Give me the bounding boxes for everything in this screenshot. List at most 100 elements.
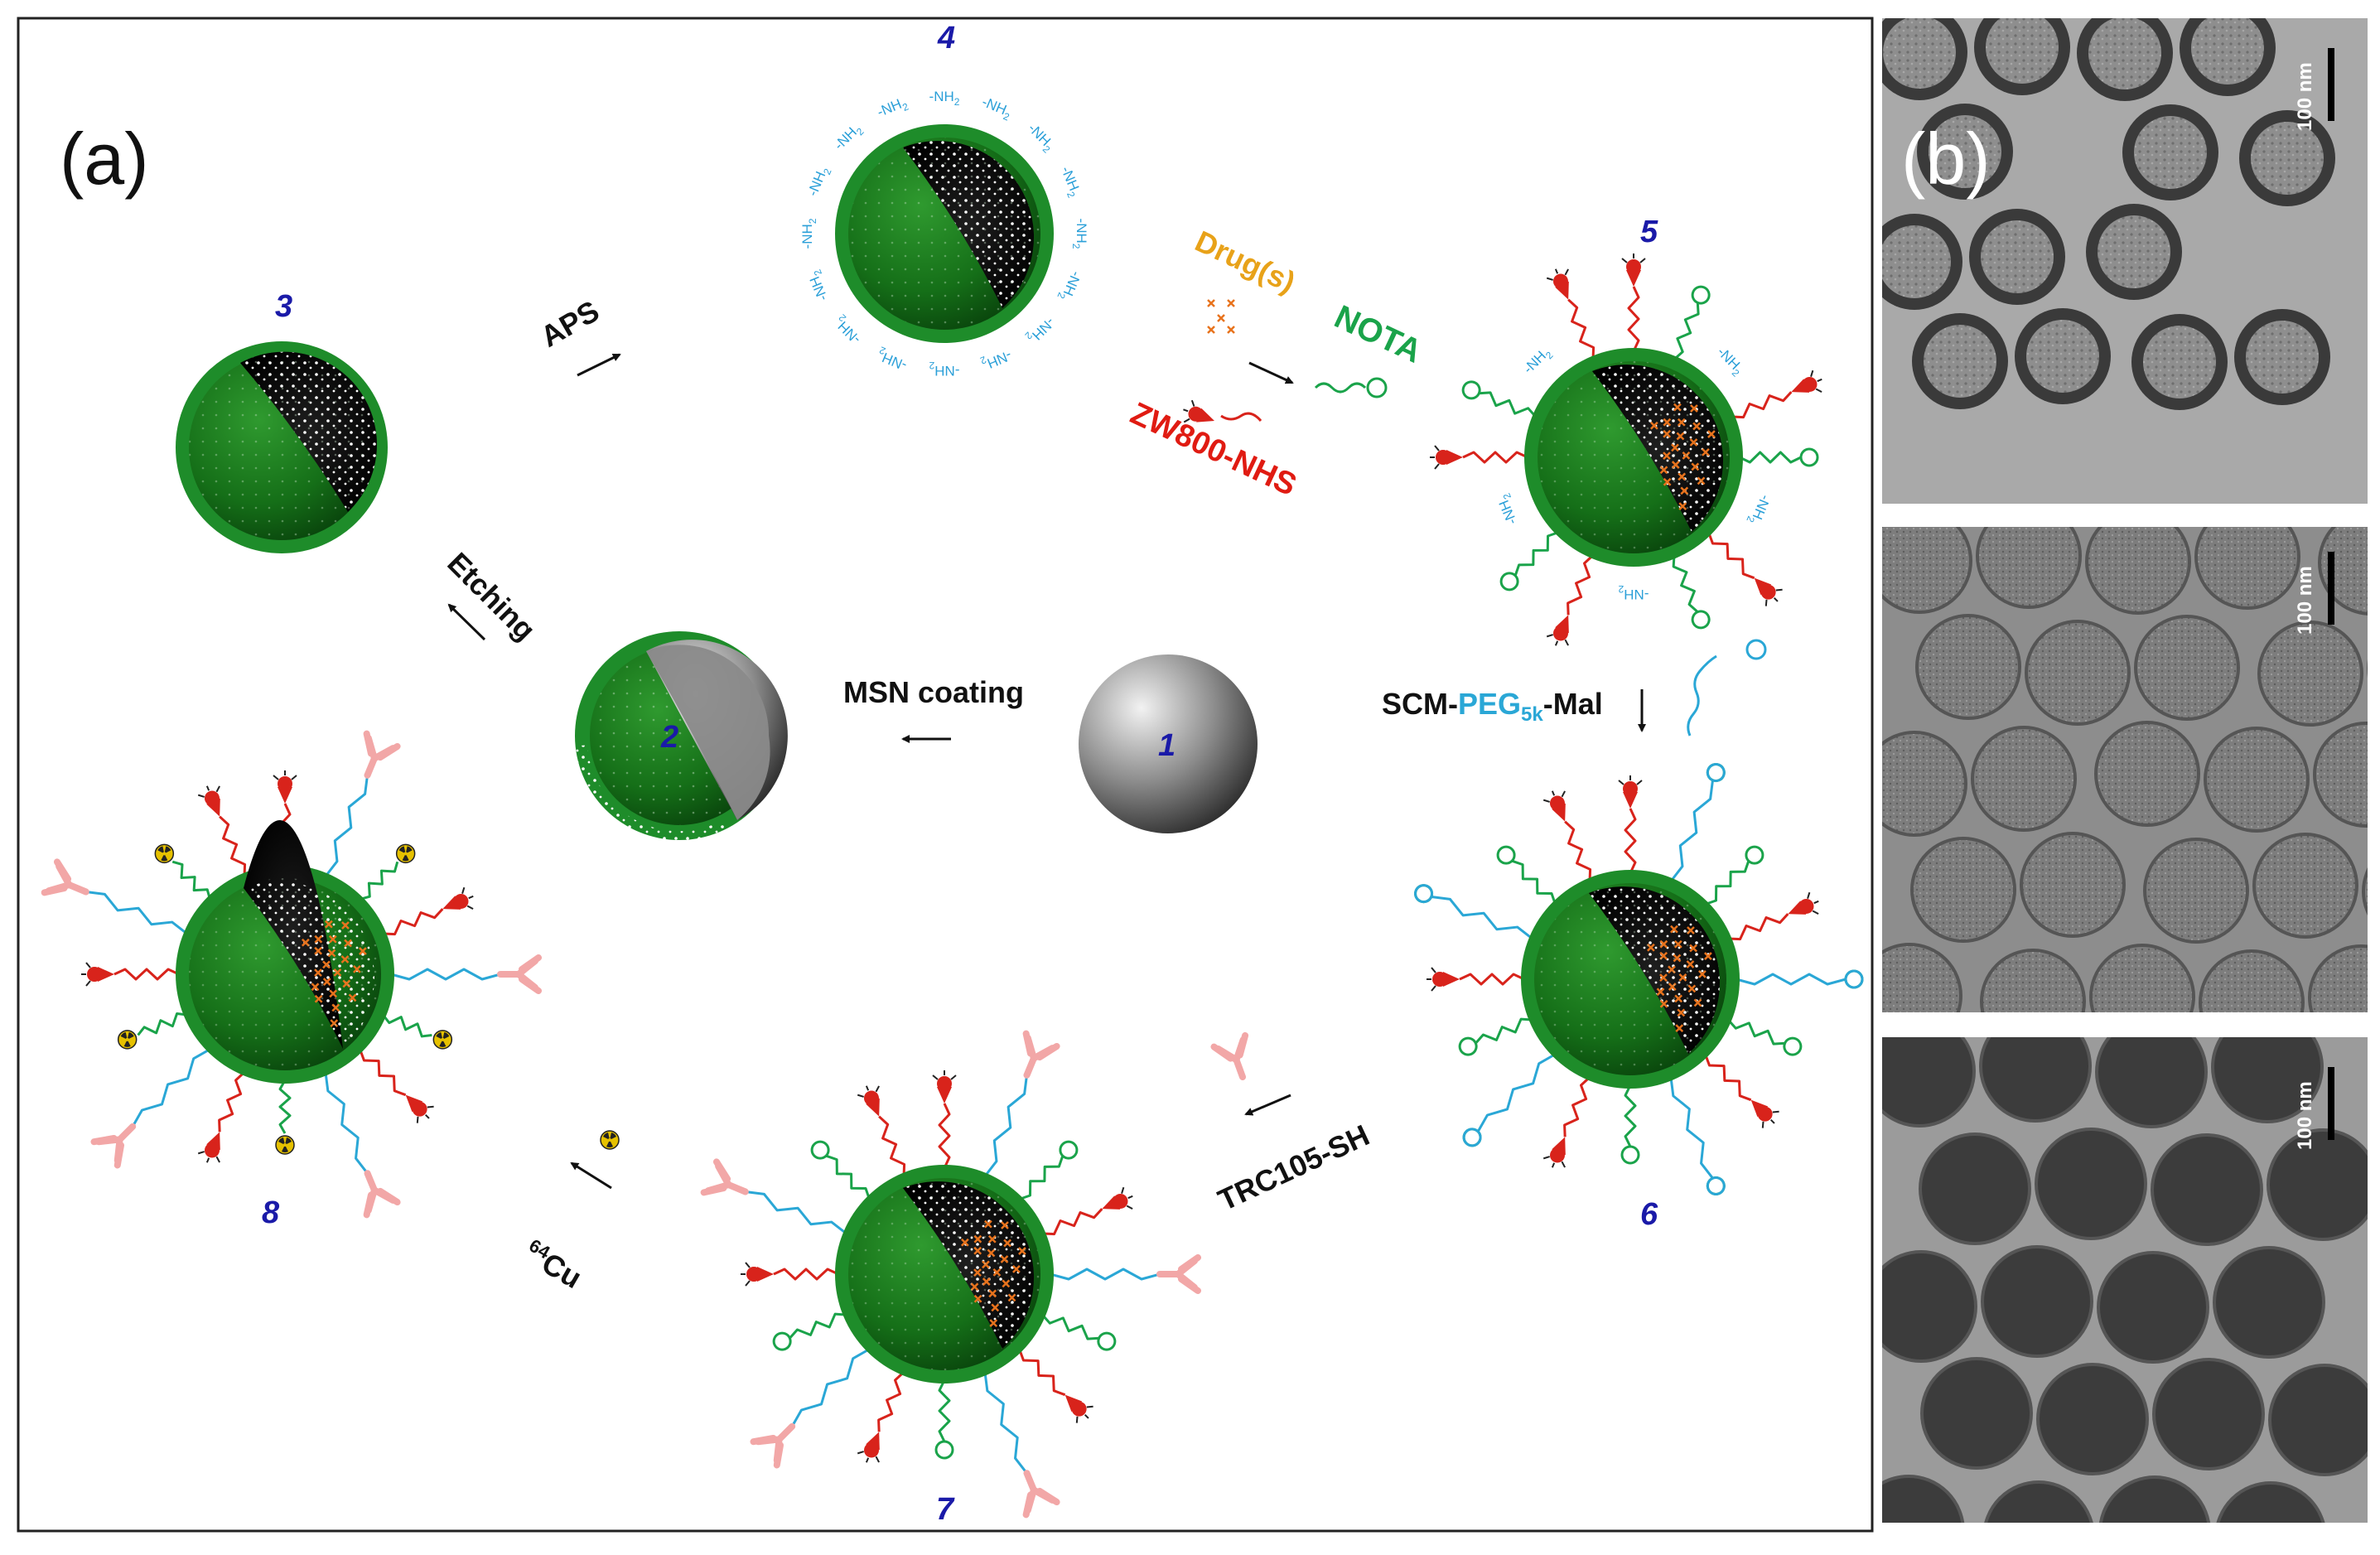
scale-bar-label-top: 100 nm [2294,62,2316,131]
tem-particle [1979,1037,2092,1123]
tem-particle [2313,722,2368,828]
compound-label-1: 1 [1158,728,1176,763]
compound-label-6: 6 [1640,1197,1658,1232]
amine-subscript: 2 [807,218,818,224]
tem-particle [2204,727,2310,833]
tem-particle [1882,943,1962,1012]
tem-particle [1919,1132,2031,1245]
amine-subscript: 2 [877,344,887,357]
hollow-particle-3: 3 [176,289,388,553]
amine-subscript: 2 [1070,244,1082,249]
cu64-label [117,1030,138,1050]
amine-subscript: 2 [900,100,910,113]
functionalized-particle-5: 5 -NH2-NH2-NH2-NH2-NH2 [1429,215,1827,651]
panel-b-label: (b) [1901,118,1991,200]
amine-groups-4: -NH2-NH2-NH2-NH2-NH2-NH2-NH2-NH2-NH2-NH2… [799,89,1089,379]
cu64-radiolabel-icon [600,1130,620,1150]
scm-prefix: SCM- [1382,687,1458,721]
tem-particle [2094,721,2200,827]
radiolabeled-particle-8: 8 [45,734,538,1230]
amine-subscript: 2 [954,96,960,108]
amine-subscript: 2 [811,268,824,278]
tem-particle [2089,944,2195,1012]
scm-suffix: -Mal [1543,687,1603,721]
tem-particle [2143,838,2249,944]
tem-image-top: (b) 100 nm [1882,18,2368,504]
cu64-label [432,1030,453,1050]
amine-group: -NH2 [929,89,960,108]
tem-particle [1984,1480,2093,1523]
peg-subscript: 5k [1521,703,1543,726]
maleimide-end [1706,763,1726,783]
amine-group: -NH2 [929,360,959,379]
tem-particle [2097,1251,2209,1364]
amine-particle-4: 4 -NH2-NH2-NH2-NH2-NH2-NH2-NH2-NH2-NH2-N… [799,21,1089,379]
maleimide-end [1462,1128,1482,1147]
amine-subscript: 2 [1618,583,1624,595]
amine-text: -NH [1624,587,1649,602]
pegylated-particle-6: 6 [1411,760,1864,1232]
amine-text: -NH [934,363,959,379]
arrow-etching [447,603,486,641]
tem-particle [2367,659,2368,679]
amine-subscript: 2 [1055,291,1068,301]
amine-subscript: 2 [1500,491,1513,501]
amine-subscript: 2 [821,167,834,176]
tem-particle [2252,833,2358,939]
tem-particle [2151,1133,2263,1246]
tem-particle [1882,1037,1976,1128]
tem-particle [2098,1475,2211,1523]
step-msn-coating-label: MSN coating [843,675,1024,709]
scale-bar-label-bottom: 100 nm [2294,1081,2316,1150]
compound-label-3: 3 [275,289,292,324]
tem-particle [1920,1357,2033,1470]
compound-label-7: 7 [936,1492,955,1527]
tem-particle [1882,731,1967,837]
amine-subscript: 2 [1002,110,1011,123]
tem-particle [1981,1245,2093,1358]
tem-particle [1882,527,1972,614]
tem-particle [2257,621,2363,727]
compound-label-5: 5 [1640,215,1658,249]
tem-particle [2267,1128,2368,1241]
tem-particle [1980,949,2086,1012]
core-particle-1: 1 [1079,654,1258,833]
scale-bar-top [2328,48,2334,121]
zw800-dye-icon [1178,398,1262,433]
tem-image-bottom: 100 nm [1882,1037,2368,1523]
amine-subscript: 2 [1744,514,1757,524]
maleimide-end [1844,969,1864,989]
tem-image-middle: 100 nm [1882,527,2368,1012]
tem-particle [1882,1475,1965,1523]
amine-text: -NH [799,224,815,249]
maleimide-end [1706,1176,1726,1195]
amine-group: -NH2 [799,218,818,249]
compound-label-4: 4 [937,21,955,56]
tem-particle [2035,1128,2147,1240]
tem-particle [2308,944,2368,1012]
tem-particle [2213,1246,2325,1359]
cu64-label [395,843,416,864]
compound-label-8: 8 [262,1195,280,1230]
tem-particle [2211,1037,2324,1123]
arrow-drug-loading [1248,361,1294,384]
tem-particle [1976,527,2082,609]
amine-subscript: 2 [929,360,934,371]
scale-bar-label-middle: 100 nm [2294,566,2316,635]
amine-group: -NH2 [1618,583,1649,602]
tem-particle [2216,1481,2325,1523]
peg-linker-icon [1687,639,1767,736]
scale-bar-bottom [2328,1067,2334,1140]
tem-particle [2036,1363,2149,1475]
ligands-7 [704,1034,1198,1515]
step-scm-peg-mal-label: SCM-PEG5k-Mal [1382,687,1603,726]
tem-particle [1910,837,2016,943]
ligands-8 [45,734,538,1215]
tem-particle [2268,1364,2368,1476]
peg-text: PEG [1458,687,1521,721]
antibody-particle-7: 7 [704,1034,1198,1527]
cu64-label [154,843,175,864]
cu64-label [275,1135,295,1155]
core-shell-particle-2: 2 [572,631,788,847]
arrow-antibody-conjugation [1244,1094,1291,1116]
